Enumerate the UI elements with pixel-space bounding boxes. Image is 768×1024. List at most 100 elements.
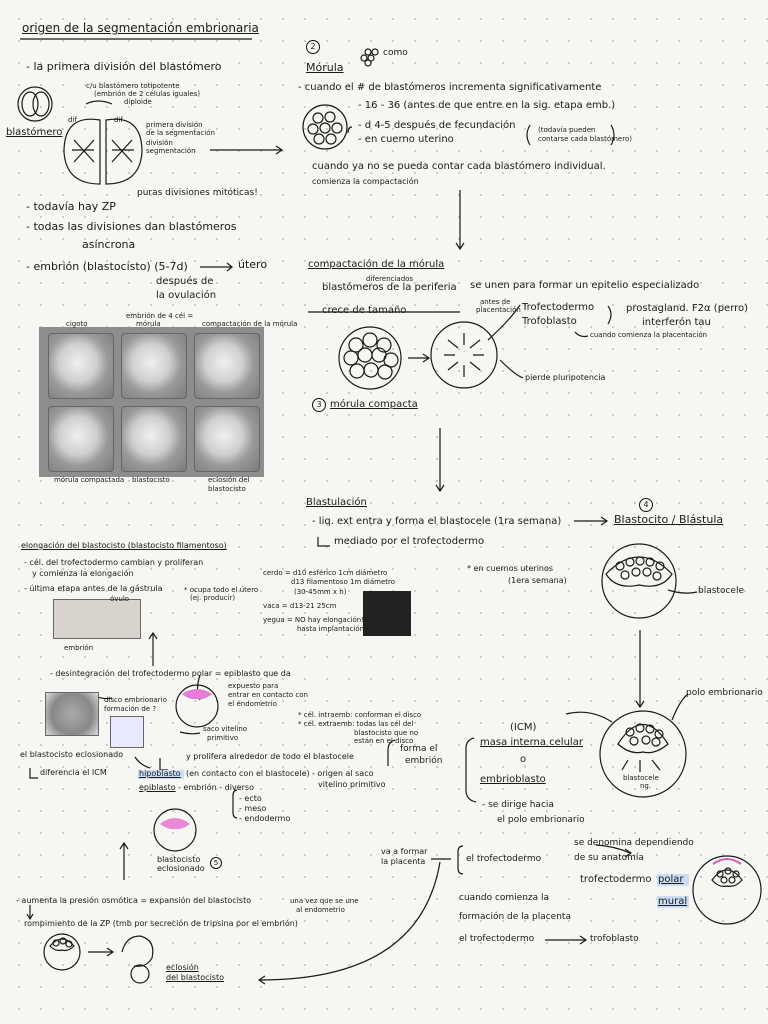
mare-note-2: hasta implantación <box>297 625 365 633</box>
icm-direction-1: - se dirige hacia <box>482 800 554 810</box>
photo-elongation <box>53 599 141 639</box>
disintegration-line-4: el endometrio <box>228 700 277 708</box>
note-segmentation: de la segmentación <box>146 129 215 137</box>
zp-rupture-text: rompimiento de la ZP (tmb por secreción … <box>24 919 298 928</box>
prostaglandin-text: prostagland. F2α (perro) <box>626 303 749 314</box>
despues-text: después de <box>156 276 214 287</box>
trophoblast-text: trofoblasto <box>590 934 639 944</box>
mural-label: mural <box>658 896 688 907</box>
pig-note-2: d13 filamentoso 1m diámetro <box>291 578 396 586</box>
morula-line-1: - cuando el # de blastómeros incrementa … <box>298 82 602 93</box>
blastomero-label: blastómero <box>6 127 63 138</box>
photo-label-4cell: embrión de 4 cél = <box>126 312 194 320</box>
photo-compactacion <box>194 333 260 399</box>
photo-morula-compactada <box>48 406 114 472</box>
morula-line-3: - d 4-5 después de fecundación <box>358 120 516 131</box>
mesoderm-label: - meso <box>239 804 267 813</box>
dividing-cell-right <box>105 118 143 185</box>
asincrona-text: asíncrona <box>82 238 136 251</box>
ectoderm-label: - ecto <box>239 794 262 803</box>
yolk-sac-drawing <box>175 684 219 728</box>
dividing-cell-left <box>63 118 101 185</box>
trofoblasto-label: Trofoblasto <box>522 316 577 327</box>
embryo-text: - embrión (blastocisto) (5-7d) <box>26 260 188 273</box>
photo-morula <box>121 333 187 399</box>
hatched-blastocyst-text: el blastocisto eclosionado <box>20 750 124 759</box>
photo-label-morula: mórula <box>136 320 161 328</box>
blastomere-circle <box>17 86 53 122</box>
photo-blastocisto <box>121 406 187 472</box>
photo-elongation-gel <box>363 591 411 636</box>
anatomy-text: de su anatomía <box>574 853 644 863</box>
embryonic-disc-label-2: formación de ? <box>104 705 157 713</box>
intraembryonic-note: * cél. intraemb: conforman el disco <box>298 711 422 719</box>
yolk-sac-label: saco vitelino <box>203 725 248 733</box>
polar-label: polar <box>658 874 684 885</box>
blastulation-line-2: mediado por el trofectodermo <box>334 536 485 547</box>
pig-note-1: cerdo = d10 esférico 1cm diámetro <box>263 569 388 577</box>
dif-label-right: dif <box>114 116 123 124</box>
once-attached-note: una vez que se une <box>290 897 359 905</box>
trophectoderm-text: el trofectodermo <box>466 854 542 864</box>
embrion-photo-label: embrión <box>64 644 94 652</box>
photo-label-compact-morula: mórula compactada <box>54 476 125 484</box>
compact-morula-heading: mórula compacta <box>330 399 418 410</box>
icm-masa-label: masa interna celular <box>480 737 583 748</box>
disintegration-line-1: - desintegración del trofectodermo polar… <box>50 669 291 678</box>
blastocyst-drawing <box>601 543 677 619</box>
forma-el-label: forma el <box>400 744 438 754</box>
epiblast-label: epiblasto <box>139 783 176 792</box>
antes-note: antes de <box>480 298 511 306</box>
note-two-cells: (embrión de 2 células iguales) <box>94 90 201 98</box>
trofectodermo-label: Trofectodermo <box>522 302 595 313</box>
extraembryonic-note-2: blastocisto que no <box>354 729 419 737</box>
elongation-line-3: - última etapa antes de la gástrula <box>24 584 163 593</box>
proliferates-text: y prolifera alrededor de todo el blastoc… <box>186 752 354 761</box>
morula-heading: Mórula <box>306 61 344 74</box>
embryoblast-label: embrioblasto <box>480 774 546 785</box>
ovulacion-text: la ovulación <box>156 290 217 301</box>
hypoblast-note: (en contacto con el blastocele) <box>186 769 310 778</box>
photo-embryonic-disc <box>45 692 99 736</box>
mare-note-1: yegua = NO hay elongación! <box>263 616 365 624</box>
mitotic-note: puras divisiones mitóticas! <box>137 188 258 198</box>
note-totipotent: c/u blastómero totipotente <box>86 82 180 90</box>
expanded-blastocyst-drawing <box>43 933 81 971</box>
epiblast-note: - embrión - diverso <box>178 783 254 792</box>
trophectoderm-drawing <box>430 321 498 389</box>
hatching-label-2: del blastocisto <box>166 973 224 982</box>
photo-label-hatching-2: blastocisto <box>208 485 246 493</box>
morula-note-2: contarse cada blastómero) <box>538 135 632 143</box>
morula-line-5: cuando ya no se pueda contar cada blastó… <box>312 161 606 172</box>
embryonic-disc-label: disco embrionario <box>104 696 167 704</box>
placenta-start-text: cuando comienza la <box>459 893 550 903</box>
pluripotency-note: pierde pluripotencia <box>525 373 606 382</box>
dif-label-left: dif <box>68 116 77 124</box>
icm-direction-2: el polo embrionario <box>497 815 585 825</box>
yolk-sac-label-2: primitivo <box>207 734 239 742</box>
once-attached-note-2: al endometrio <box>296 906 345 914</box>
step-number-4: 4 <box>639 498 653 512</box>
first-division-text: - la primera división del blastómero <box>26 60 222 73</box>
placenta-formation-text: formación de la placenta <box>459 912 571 922</box>
divisions-text: - todas las divisiones dan blastómeros <box>26 220 237 233</box>
blastocyst-heading: Blastocito / Blástula <box>614 513 724 526</box>
ovulo-label: óvulo <box>110 595 130 603</box>
morula-drawing <box>302 104 348 150</box>
interferon-text: interferón tau <box>642 317 711 328</box>
trophectoderm-label-2: trofectodermo <box>580 874 652 885</box>
morula-line-4: - en cuerno uterino <box>358 134 454 145</box>
crece-text: crece de tamaño <box>322 305 407 316</box>
diferenciados-note: diferenciados <box>366 275 414 283</box>
first-week-note: (1era semana) <box>508 576 567 585</box>
morula-line-2: - 16 - 36 (antes de que entre en la sig.… <box>358 100 616 111</box>
morula-como: como <box>383 48 408 58</box>
compaction-line-1b: se unen para formar un epitelio especial… <box>470 280 700 291</box>
uterine-horns-note: * en cuernos uterinos <box>467 564 554 573</box>
photo-disc-small <box>110 716 144 748</box>
compaction-heading: compactación de la mórula <box>308 259 445 270</box>
eclosion-curve-arrow <box>259 861 441 981</box>
step-number-2: 2 <box>306 40 320 54</box>
morula-line-6: comienza la compactación <box>312 177 419 186</box>
